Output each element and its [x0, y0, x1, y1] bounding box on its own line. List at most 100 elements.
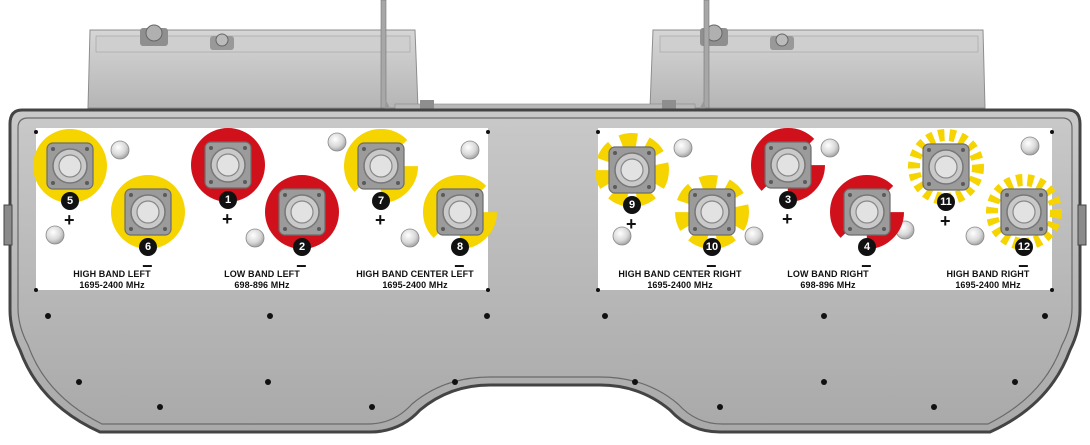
flange-screw — [693, 193, 697, 197]
port-number-badge: 8 — [451, 238, 469, 256]
flange-screw — [961, 182, 965, 186]
flange-screw — [803, 180, 807, 184]
rear-housing-right — [649, 24, 986, 109]
flange-screw — [283, 193, 287, 197]
flange-screw — [163, 227, 167, 231]
connector-pin — [934, 155, 958, 179]
connector-pin — [448, 200, 472, 224]
flange-screw — [243, 180, 247, 184]
group-label-high-band-center-left: HIGH BAND CENTER LEFT 1695-2400 MHz — [350, 269, 480, 291]
group-title: LOW BAND RIGHT — [787, 269, 869, 279]
port-number-badge: 4 — [858, 238, 876, 256]
port-number-badge: 7 — [372, 192, 390, 210]
flange-screw — [882, 193, 886, 197]
port-number-badge: 2 — [293, 238, 311, 256]
port-polarity-sign: − — [1018, 256, 1029, 276]
group-frequency: 698-896 MHz — [800, 280, 856, 290]
group-title: LOW BAND LEFT — [224, 269, 300, 279]
group-frequency: 1695-2400 MHz — [647, 280, 713, 290]
flange-screw — [727, 193, 731, 197]
port-number-badge: 6 — [139, 238, 157, 256]
port-polarity-sign: + — [375, 210, 386, 230]
port-5 — [33, 129, 107, 203]
port-8 — [423, 174, 498, 249]
port-polarity-sign: − — [142, 256, 153, 276]
port-9 — [595, 133, 669, 207]
connector-pin — [620, 158, 644, 182]
flange-screw — [1039, 227, 1043, 231]
port-number-badge: 5 — [61, 192, 79, 210]
port-polarity-sign: − — [454, 256, 465, 276]
flange-screw — [769, 180, 773, 184]
connector-pin — [700, 200, 724, 224]
flange-screw — [243, 146, 247, 150]
flange-screw — [129, 193, 133, 197]
connector-pin — [290, 200, 314, 224]
flange-screw — [927, 182, 931, 186]
group-title: HIGH BAND CENTER RIGHT — [618, 269, 742, 279]
flange-screw — [85, 147, 89, 151]
flange-screw — [475, 193, 479, 197]
flange-screw — [613, 185, 617, 189]
group-frequency: 1695-2400 MHz — [79, 280, 145, 290]
flange-screw — [848, 193, 852, 197]
group-label-high-band-left: HIGH BAND LEFT 1695-2400 MHz — [52, 269, 172, 291]
port-polarity-sign: − — [861, 256, 872, 276]
housing-screws — [34, 130, 1054, 410]
connector-pin — [1012, 200, 1036, 224]
flange-screw — [209, 180, 213, 184]
port-number-badge: 11 — [937, 193, 955, 211]
connector-pin — [369, 154, 393, 178]
flange-screw — [1005, 227, 1009, 231]
port-number-badge: 3 — [779, 191, 797, 209]
group-title: HIGH BAND LEFT — [73, 269, 151, 279]
band-halo — [908, 129, 984, 205]
group-frequency: 1695-2400 MHz — [955, 280, 1021, 290]
flange-screw — [693, 227, 697, 231]
port-polarity-sign: + — [222, 209, 233, 229]
flange-screw — [283, 227, 287, 231]
flange-screw — [803, 146, 807, 150]
port-number-badge: 1 — [219, 191, 237, 209]
flange-screw — [882, 227, 886, 231]
port-6 — [111, 175, 185, 249]
port-number-badge: 9 — [623, 196, 641, 214]
flange-screw — [396, 147, 400, 151]
connector-pin — [855, 200, 879, 224]
band-halo — [986, 174, 1062, 250]
connector-pin — [58, 154, 82, 178]
flange-screw — [362, 147, 366, 151]
rear-housing-left — [87, 24, 419, 109]
group-label-low-band-right: LOW BAND RIGHT 698-896 MHz — [768, 269, 888, 291]
band-halo — [595, 133, 669, 207]
group-label-low-band-left: LOW BAND LEFT 698-896 MHz — [202, 269, 322, 291]
port-polarity-sign: − — [296, 256, 307, 276]
flange-screw — [647, 151, 651, 155]
flange-screw — [848, 227, 852, 231]
flange-screw — [209, 146, 213, 150]
port-12 — [986, 174, 1062, 250]
group-title: HIGH BAND CENTER LEFT — [356, 269, 474, 279]
ports-layer — [33, 128, 1062, 250]
port-4 — [830, 175, 904, 249]
port-2 — [265, 175, 339, 249]
flange-screw — [613, 151, 617, 155]
flange-screw — [129, 227, 133, 231]
connector-pin — [216, 153, 240, 177]
port-polarity-sign: + — [782, 209, 793, 229]
flange-screw — [51, 147, 55, 151]
flange-screw — [961, 148, 965, 152]
port-7 — [344, 129, 418, 203]
port-polarity-sign: + — [940, 211, 951, 231]
flange-screw — [441, 193, 445, 197]
flange-screw — [769, 146, 773, 150]
connector-pin — [776, 153, 800, 177]
group-frequency: 1695-2400 MHz — [382, 280, 448, 290]
flange-screw — [1005, 193, 1009, 197]
flange-screw — [1039, 193, 1043, 197]
port-3 — [751, 128, 825, 202]
port-polarity-sign: + — [626, 214, 637, 234]
flange-screw — [317, 193, 321, 197]
band-halo — [675, 175, 749, 249]
